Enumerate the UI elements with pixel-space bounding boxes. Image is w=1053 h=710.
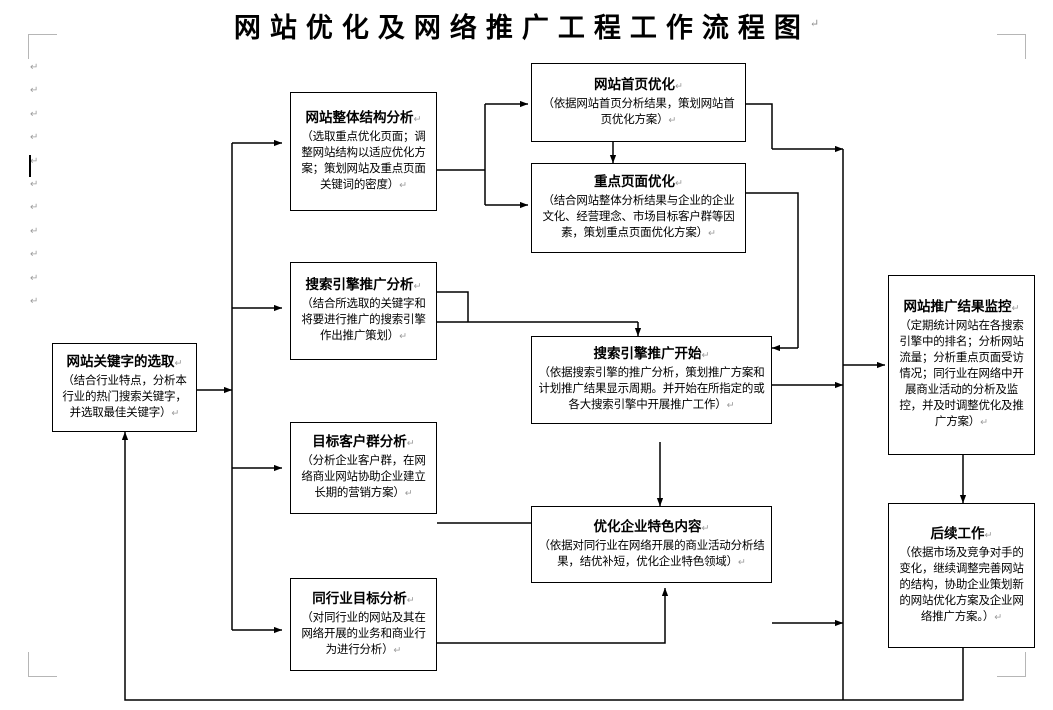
pilcrow-icon: ↵ [406, 438, 415, 449]
node-search-engine-promotion-start[interactable]: 搜索引擎推广开始↵ （依据搜索引擎的推广分析，策划推广方案和计划推广结果显示周期… [531, 336, 772, 424]
pilcrow-icon: ↵ [413, 113, 422, 125]
node-search-engine-promotion-analysis[interactable]: 搜索引擎推广分析↵ （结合所选取的关键字和将要进行推广的搜索引擎作出推广策划）↵ [290, 262, 437, 360]
pilcrow-icon: ↵ [30, 225, 39, 237]
node-keyword-heading: 网站关键字的选取 [66, 353, 175, 370]
pilcrow-icon: ↵ [30, 62, 39, 73]
node-overall-structure-analysis[interactable]: 网站整体结构分析↵ （选取重点优化页面；调整网站结构以适应优化方案；策划网站及重… [290, 92, 437, 211]
node-optimize-company-features[interactable]: 优化企业特色内容↵ （依据对同行业在网络开展的商业活动分析结果，结优补短，优化企… [531, 506, 772, 583]
edge-industry-to-feature [437, 587, 669, 644]
page-margin-corner-top-right [997, 34, 1026, 59]
pilcrow-icon: ↵ [980, 417, 989, 428]
pilcrow-icon: ↵ [701, 350, 710, 361]
node-key-page-optimization[interactable]: 重点页面优化↵ （结合网站整体分析结果与企业的企业文化、经营理念、市场目标客户群… [531, 163, 746, 253]
pilcrow-icon: ↵ [984, 529, 993, 541]
node-monitor-heading: 网站推广结果监控 [903, 299, 1012, 315]
page-margin-corner-top-left [28, 34, 57, 59]
node-keypage-heading: 重点页面优化 [594, 174, 676, 190]
pilcrow-icon: ↵ [994, 611, 1003, 623]
pilcrow-icon: ↵ [30, 202, 39, 214]
pilcrow-icon: ↵ [404, 488, 413, 499]
text-caret [29, 155, 31, 177]
pilcrow-icon: ↵ [174, 357, 183, 369]
pilcrow-icon: ↵ [675, 80, 683, 92]
pilcrow-icon: ↵ [701, 522, 710, 534]
node-structure-body: （选取重点优化页面；调整网站结构以适应优化方案；策划网站及重点页面关键词的密度） [301, 128, 426, 191]
margin-paragraph-marks: ↵ ↵ ↵ ↵ ↵ ↵ ↵ ↵ ↵ ↵ ↵ [30, 56, 52, 313]
node-promotion-result-monitoring[interactable]: 网站推广结果监控↵ （定期统计网站在各搜索引擎中的排名；分析网站流量；分析重点页… [888, 275, 1035, 455]
page-title-text: 网站优化及网络推广工程工作流程图 [233, 13, 810, 44]
pilcrow-icon: ↵ [30, 272, 39, 284]
node-feature-heading: 优化企业特色内容 [593, 518, 702, 535]
node-seo-analysis-heading: 搜索引擎推广分析 [305, 277, 414, 293]
pilcrow-icon: ↵ [30, 249, 39, 261]
node-seo-start-heading: 搜索引擎推广开始 [593, 346, 702, 362]
node-target-customer-analysis[interactable]: 目标客户群分析↵ （分析企业客户群，在网络商业网站协助企业建立长期的营销方案）↵ [290, 422, 437, 514]
node-seo-start-body: （依据搜索引擎的推广分析，策划推广方案和计划推广结果显示周期。并开始在所指定的或… [538, 365, 765, 411]
node-keyword-body: （结合行业特点，分析本行业的热门搜索关键字，并选取最佳关键字） [62, 372, 187, 419]
node-followup-work[interactable]: 后续工作↵ （依据市场及竞争对手的变化，继续调整完善网站的结构，协助企业策划新的… [888, 503, 1035, 648]
node-seo-analysis-body: （结合所选取的关键字和将要进行推广的搜索引擎作出推广策划） [301, 296, 426, 342]
pilcrow-icon: ↵ [675, 178, 683, 189]
pilcrow-icon: ↵ [809, 17, 820, 30]
pilcrow-icon: ↵ [726, 400, 735, 411]
pilcrow-icon: ↵ [399, 179, 408, 191]
pilcrow-icon: ↵ [393, 644, 402, 656]
pilcrow-icon: ↵ [1011, 303, 1020, 314]
pilcrow-icon: ↵ [707, 228, 716, 239]
pilcrow-icon: ↵ [406, 594, 415, 606]
node-industry-heading: 同行业目标分析 [312, 590, 407, 607]
pilcrow-icon: ↵ [171, 407, 180, 419]
node-followup-body: （依据市场及竞争对手的变化，继续调整完善网站的结构，协助企业策划新的网站优化方案… [899, 544, 1024, 623]
pilcrow-icon: ↵ [30, 296, 39, 308]
node-homepage-heading: 网站首页优化 [594, 76, 676, 93]
page-title: 网站优化及网络推广工程工作流程图↵ [0, 6, 1053, 45]
node-customer-body: （分析企业客户群，在网络商业网站协助企业建立长期的营销方案） [301, 453, 426, 499]
pilcrow-icon: ↵ [737, 556, 746, 568]
node-keypage-body: （结合网站整体分析结果与企业的企业文化、经营理念、市场目标客户群等因素，策划重点… [542, 193, 735, 239]
pilcrow-icon: ↵ [399, 331, 408, 342]
pilcrow-icon: ↵ [30, 179, 39, 191]
page-margin-corner-bottom-right [997, 652, 1026, 677]
node-homepage-optimization[interactable]: 网站首页优化↵ （依据网站首页分析结果，策划网站首页优化方案）↵ [531, 63, 746, 142]
pilcrow-icon: ↵ [30, 132, 39, 144]
pilcrow-icon: ↵ [668, 114, 677, 126]
page-margin-corner-bottom-left [28, 652, 57, 677]
node-industry-body: （对同行业的网站及其在网络开展的业务和商业行为进行分析） [301, 609, 426, 656]
node-structure-heading: 网站整体结构分析 [305, 109, 414, 126]
pilcrow-icon: ↵ [413, 281, 422, 292]
pilcrow-icon: ↵ [30, 155, 39, 167]
pilcrow-icon: ↵ [30, 108, 39, 120]
node-homepage-body: （依据网站首页分析结果，策划网站首页优化方案） [542, 95, 735, 126]
pilcrow-icon: ↵ [30, 85, 39, 97]
node-monitor-body: （定期统计网站在各搜索引擎中的排名；分析网站流量；分析重点页面受访情况；同行业在… [899, 318, 1024, 428]
node-feature-body: （依据对同行业在网络开展的商业活动分析结果，结优补短，优化企业特色领域） [538, 537, 765, 568]
node-customer-heading: 目标客户群分析 [312, 434, 407, 450]
node-industry-target-analysis[interactable]: 同行业目标分析↵ （对同行业的网站及其在网络开展的业务和商业行为进行分析）↵ [290, 578, 437, 671]
node-followup-heading: 后续工作 [930, 525, 985, 542]
node-website-keyword-selection[interactable]: 网站关键字的选取↵ （结合行业特点，分析本行业的热门搜索关键字，并选取最佳关键字… [52, 343, 197, 432]
